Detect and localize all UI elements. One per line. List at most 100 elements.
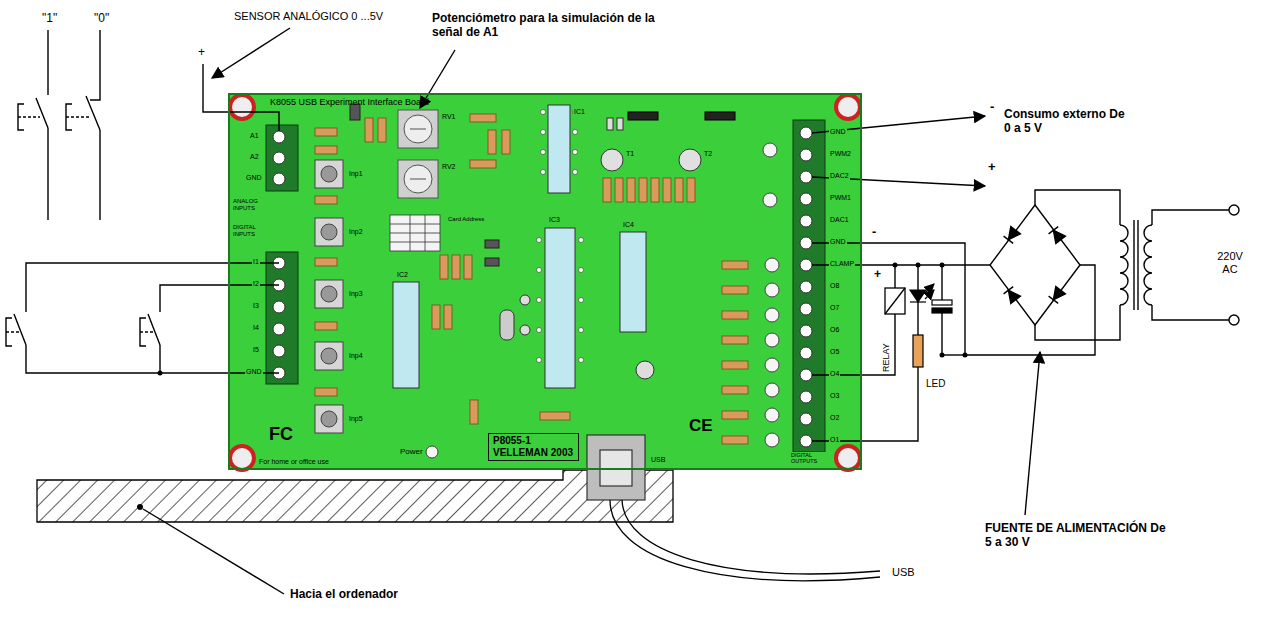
polarity-mark: + [874,268,881,282]
push-button [315,280,343,308]
board-print: IC4 [622,221,635,229]
led [763,193,777,207]
ic-pin [537,358,542,363]
switch-symbol [6,331,20,332]
resistor-symbol [722,336,748,344]
leader-arrow [143,509,284,594]
resistor-symbol [432,305,440,329]
board-print: Card Address [447,216,485,223]
terminal-block [266,125,298,191]
board-print: Inp2 [348,228,364,236]
leader-arrow [143,28,1040,594]
screw-terminal [800,281,812,293]
resistor-symbol [722,286,748,294]
bridge-rectifier [1004,227,1021,244]
screw-terminal [800,347,812,359]
led [765,358,779,372]
ic-pin [579,238,584,243]
wire [99,130,100,220]
potentiometer [404,165,432,193]
transformer [1133,220,1134,310]
wire [812,367,918,441]
annotation: SENSOR ANALÓGICO 0 ...5V [234,10,383,23]
screw-terminal [800,259,812,271]
model-box: P8055-1VELLEMAN 2003 [488,433,579,461]
led-symbol [910,284,934,367]
wire [917,265,918,290]
wire [894,265,895,288]
ic-pin [573,150,578,155]
bridge-rectifier [1004,227,1021,244]
resistor-symbol [722,361,748,369]
wire [812,243,1095,355]
usb-cable [610,500,880,581]
jumper [350,104,499,266]
ic-pin [537,328,542,333]
potentiometer [398,160,438,198]
board-print: CE [688,416,714,436]
board-print: For home or office use [258,458,330,466]
board-print: O1 [829,436,840,444]
terminal-block [793,120,825,452]
switch-state: "0" [94,12,109,26]
board-print: I4 [252,324,260,332]
bridge-rectifier [1049,287,1066,304]
resistor-symbol [452,255,460,279]
push-button [321,166,337,182]
transformer [1137,220,1138,310]
wire [26,263,279,312]
bridge-rectifier [1049,227,1066,244]
board-print: FC [268,424,294,445]
board-print: Inp5 [348,415,364,423]
switch-symbol [36,98,48,128]
led [765,258,779,272]
polarity-mark: - [872,225,876,240]
bridge-rectifier [1049,287,1066,304]
resistor-symbol [687,178,695,202]
annotation: FUENTE DE ALIMENTACIÓN De 5 a 30 V [985,522,1170,550]
bridge-rectifier [1049,296,1059,303]
switch-symbol [14,314,26,345]
ic-pin [541,110,546,115]
led [765,433,779,447]
switch-symbol [66,116,90,117]
resistor-symbol [315,388,337,396]
resistor-symbol [488,130,496,154]
switch-symbol [148,314,160,345]
potentiometer [398,110,438,198]
crystal [500,310,514,340]
wire [90,30,100,100]
annotation: Potenciómetro para la simulación de la s… [432,12,662,40]
push-button [315,218,343,246]
board-print: Inp1 [348,170,364,178]
switch-state: "1" [42,12,57,26]
leader-dot [137,504,143,510]
board-print: CLAMP [829,260,855,268]
polarity-mark: - [990,100,994,115]
screw-terminal [800,215,812,227]
transistor [679,149,701,171]
junction-dot [940,263,945,268]
ic-pin [537,298,542,303]
board-print: O8 [829,282,840,290]
polarity-mark: + [198,46,205,60]
bridge-rectifier [1004,287,1021,304]
ic-pin [541,170,546,175]
model-box-text: VELLEMAN 2003 [493,447,574,459]
resistor-symbol [365,118,373,142]
led-symbol [910,290,926,302]
transformer [1120,205,1239,325]
pcb-board [228,93,862,470]
wire [917,302,918,335]
transformer [1120,225,1128,305]
ic-pin [579,328,584,333]
board-print: IC3 [548,216,561,224]
pcb-board-text: K8055 USB Experiment Interface Board [270,97,860,108]
junction-dot [158,371,163,376]
bridge-rectifier [1049,227,1059,234]
ic-pin [537,110,584,363]
board-print: PWM2 [829,150,852,158]
resistor-symbol [440,255,448,279]
screw-terminal [273,152,285,164]
board-print: ANALOG INPUTS [232,198,268,212]
